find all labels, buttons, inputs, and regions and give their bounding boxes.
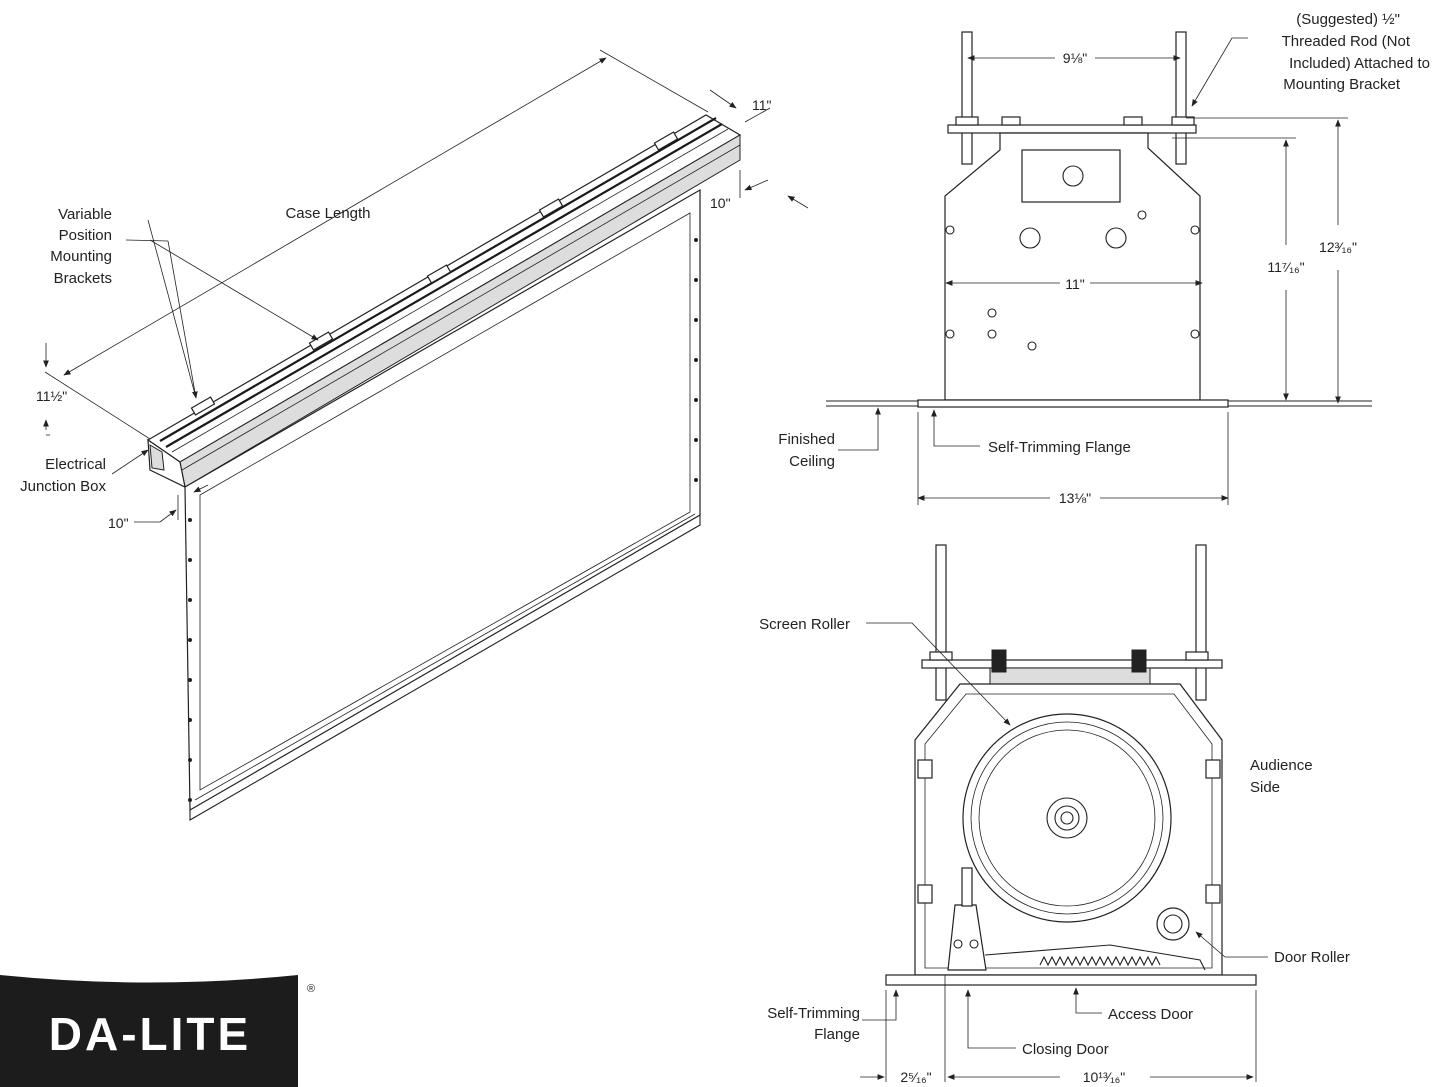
label-door-roller: Door Roller <box>1274 949 1350 966</box>
section-view <box>860 544 1268 1082</box>
label-brackets-line3: Mounting <box>50 248 112 265</box>
label-brackets-line1: Variable <box>58 206 112 223</box>
label-rod-line2: Threaded Rod (Not <box>1282 33 1411 50</box>
door-spring <box>1039 955 1161 967</box>
dim-door-width: 10¹³⁄₁₆" <box>1083 1069 1126 1085</box>
dim-offset: 2⁵⁄₁₆" <box>900 1069 931 1085</box>
dim-width-top: 11" <box>752 97 772 113</box>
dim-depth-top: 10" <box>710 195 731 211</box>
door-roller-shape <box>1156 907 1190 941</box>
label-screen-roller: Screen Roller <box>759 616 850 633</box>
label-audience-line1: Audience <box>1250 757 1313 774</box>
junction-box-shape <box>149 444 165 471</box>
dim-rod-spacing: 9⅛" <box>1063 50 1087 66</box>
logo-text: DA-LITE <box>49 1008 251 1060</box>
dim-height-inner: 11⁷⁄₁₆" <box>1267 259 1304 275</box>
label-rod-line1: (Suggested) ½" <box>1296 11 1400 28</box>
dim-flange-width: 13⅛" <box>1059 490 1091 506</box>
perspective-view <box>43 49 809 821</box>
label-brackets-line4: Brackets <box>54 270 112 287</box>
label-rod-line4: Mounting Bracket <box>1283 76 1401 93</box>
label-flange2-line2: Flange <box>814 1026 860 1043</box>
label-closing-door: Closing Door <box>1022 1041 1109 1058</box>
label-audience-line2: Side <box>1250 779 1280 796</box>
dim-height-left: 11½" <box>36 388 67 404</box>
label-rod-line3: Included) Attached to <box>1289 55 1430 72</box>
label-flange2-line1: Self-Trimming <box>767 1005 860 1022</box>
label-case-length: Case Length <box>285 205 370 222</box>
label-junction-line2: Junction Box <box>20 478 106 495</box>
dim-height-overall: 12³⁄₁₆" <box>1319 239 1357 255</box>
label-flange: Self-Trimming Flange <box>988 439 1131 456</box>
label-brackets-line2: Position <box>59 227 112 244</box>
screen-roller-shape <box>962 713 1172 923</box>
da-lite-logo: DA-LITE ® <box>0 975 315 1087</box>
end-view <box>826 31 1372 505</box>
registered-mark: ® <box>307 983 315 995</box>
dim-depth-bottom: 10" <box>108 515 129 531</box>
label-ceiling-line2: Ceiling <box>789 453 835 470</box>
tab-tension-dots <box>188 238 698 802</box>
dim-inner-width: 11" <box>1065 276 1085 292</box>
label-junction-line1: Electrical <box>45 456 106 473</box>
label-ceiling-line1: Finished <box>778 431 835 448</box>
label-access-door: Access Door <box>1108 1006 1193 1023</box>
